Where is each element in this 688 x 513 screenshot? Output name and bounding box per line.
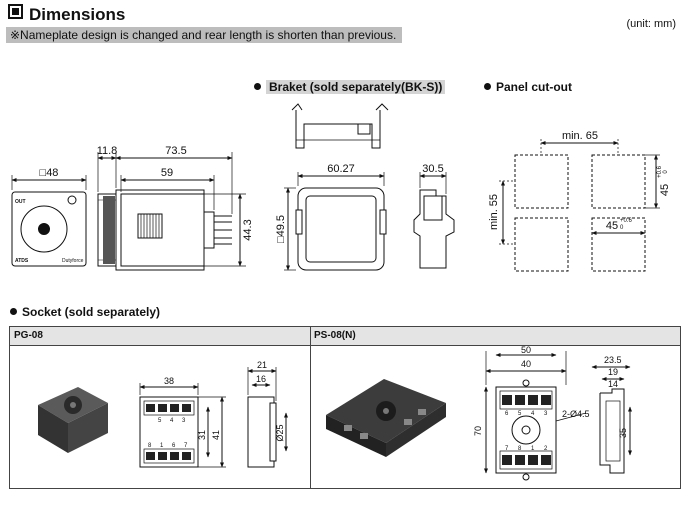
pg08-pin-3: 3: [182, 418, 186, 424]
ps08-pin-6: 6: [505, 411, 509, 417]
socket-heading: Socket (sold separately): [10, 305, 160, 319]
bullet-icon: [10, 308, 17, 315]
pg08-pin-5: 5: [158, 418, 162, 424]
bracket-side-view: [413, 172, 455, 269]
ps08-dim-19: 19: [608, 367, 618, 377]
nameplate-note: ※Nameplate design is changed and rear le…: [6, 27, 403, 43]
dim-49-5: □49.5: [275, 215, 287, 243]
socket-table: [9, 326, 681, 489]
pg08-pin-6: 6: [172, 443, 176, 449]
dim-min-55: min. 55: [488, 194, 500, 230]
dim-45-vertical: 45: [659, 184, 671, 196]
ps08-pin-2: 2: [544, 446, 548, 452]
ps08-pin-7: 7: [505, 446, 509, 452]
dim-73-5: 73.5: [165, 145, 186, 157]
side-view: [97, 152, 246, 271]
ps08-dim-50: 50: [521, 345, 531, 355]
ps08-pin-1: 1: [531, 446, 535, 452]
front-brand-label: ATDS: [15, 258, 29, 264]
pg08-drawing: [139, 367, 288, 468]
ps08-pin-3: 3: [544, 411, 548, 417]
bracket-heading: Braket (sold separately(BK-S)): [254, 80, 446, 94]
section-title-text: Dimensions: [29, 5, 126, 24]
cutout-heading: Panel cut-out: [484, 80, 572, 94]
ps08-drawing: [484, 351, 632, 481]
square-bullet-icon: [8, 4, 23, 19]
pg08-dim-31: 31: [197, 430, 207, 440]
ps08-pin-5: 5: [518, 411, 522, 417]
socket-heading-text: Socket (sold separately): [22, 305, 161, 319]
dim-min-65: min. 65: [562, 130, 598, 142]
bullet-icon: [254, 83, 261, 90]
ps08-dim-14: 14: [608, 379, 618, 389]
pg08-pin-4: 4: [170, 418, 174, 424]
ps08-photo: [326, 379, 446, 457]
dim-60-27: 60.27: [327, 163, 355, 175]
dim-front-width: □48: [40, 167, 59, 179]
pg08-dim-25: Ø25: [275, 424, 285, 441]
dim-11-8: 11.8: [97, 145, 118, 157]
dim-30-5: 30.5: [422, 163, 443, 175]
dim-59: 59: [161, 167, 173, 179]
bullet-icon: [484, 83, 491, 90]
pg08-header: PG-08: [14, 330, 43, 341]
front-out-label: OUT: [15, 199, 26, 205]
ps08-hole: 2-Ø4.5: [562, 409, 590, 419]
pg08-pin-7: 7: [184, 443, 188, 449]
bracket-front-view: [284, 172, 387, 271]
cutout-heading-text: Panel cut-out: [496, 80, 573, 94]
section-title: Dimensions: [8, 4, 125, 25]
tol-plus-vertical: +0.6: [657, 165, 663, 178]
dimension-drawings: □48 OUT ATDS Dutyforce 11.8 73.5 59 44.3…: [11, 103, 671, 272]
dim-44-3: 44.3: [242, 219, 254, 240]
ps08-header: PS-08(N): [314, 330, 356, 341]
pg08-pin-1: 1: [160, 443, 164, 449]
socket-table-divider: [310, 326, 311, 489]
front-model-label: Dutyforce: [62, 258, 84, 264]
pg08-dim-41: 41: [211, 430, 221, 440]
panel-cutout-drawing: [499, 139, 660, 272]
tol-zero-horizontal: 0: [620, 225, 624, 231]
tol-zero-vertical: 0: [663, 170, 669, 174]
pg08-photo: [38, 387, 108, 453]
ps08-dim-70: 70: [473, 426, 483, 436]
pg08-dim-38: 38: [164, 376, 174, 386]
ps08-pin-4: 4: [531, 411, 535, 417]
front-view: [11, 175, 87, 267]
ps08-dim-40: 40: [521, 359, 531, 369]
ps08-pin-8: 8: [518, 446, 522, 452]
pg08-pin-8: 8: [148, 443, 152, 449]
tol-plus-horizontal: +0.6: [620, 218, 633, 224]
socket-table-header: [10, 327, 680, 346]
socket-drawings: 38 31 41 21 16 Ø25 5 4 3 8 1 6 7: [38, 345, 632, 481]
bracket-top-view: [291, 103, 389, 149]
unit-label: (unit: mm): [626, 18, 677, 30]
bracket-heading-text: Braket (sold separately(BK-S)): [266, 80, 446, 94]
pg08-dim-16: 16: [256, 374, 266, 384]
ps08-dim-35: 35: [618, 428, 628, 438]
dim-45-horizontal: 45: [606, 220, 618, 232]
ps08-dim-23-5: 23.5: [604, 355, 622, 365]
pg08-dim-21: 21: [257, 360, 267, 370]
